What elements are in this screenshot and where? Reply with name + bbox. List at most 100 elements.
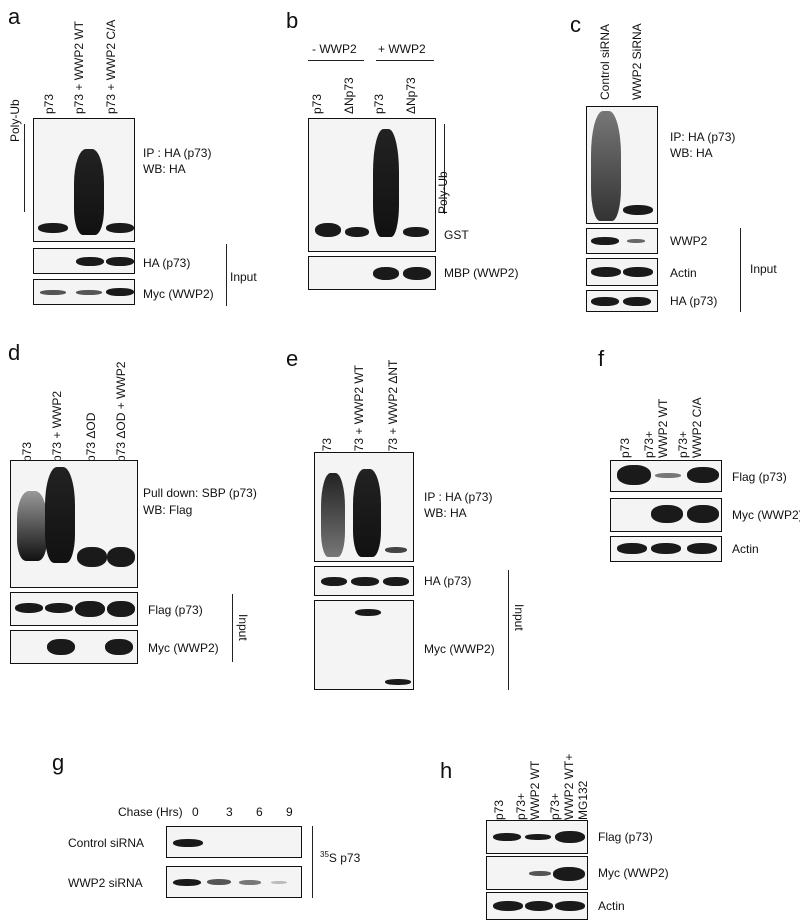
ip-label: IP: HA (p73)	[670, 130, 736, 144]
chase-label: Chase (Hrs)	[118, 805, 183, 819]
wb-label: WB: HA	[424, 506, 467, 520]
panel-letter-g: g	[52, 750, 65, 775]
s35-text: S p73	[328, 851, 361, 865]
lane-label: p73+	[642, 430, 656, 458]
lane-label: p73+	[548, 792, 562, 820]
blot-label: Actin	[670, 266, 697, 280]
time-9: 9	[286, 805, 293, 819]
bracket	[312, 826, 313, 898]
bracket	[232, 594, 233, 662]
blot-ha-a	[33, 248, 135, 274]
blot-label: HA (p73)	[143, 256, 191, 270]
blot-wwp2-c	[586, 228, 658, 254]
blot-actin-h	[486, 892, 588, 920]
time-3: 3	[226, 805, 233, 819]
blot-label: Myc (WWP2)	[424, 642, 495, 656]
panel-letter-d: d	[8, 340, 21, 365]
blot-polyub-b	[308, 118, 436, 252]
input-label: Input	[512, 604, 526, 631]
blot-pulldown-d	[10, 460, 138, 588]
input-label: Input	[750, 262, 777, 276]
lane-label: Control siRNA	[598, 23, 612, 100]
blot-flag-f	[610, 460, 722, 492]
lane-label: p73 + WWP2	[50, 390, 64, 462]
lane-label: ΔNp73	[342, 77, 356, 114]
lane-label: WWP2 WT	[528, 760, 542, 820]
lane-label: p73	[618, 437, 632, 458]
bracket	[226, 244, 227, 306]
blot-flag-h	[486, 820, 588, 854]
lane-label: WWP2 WT+	[562, 753, 576, 820]
gst-label: GST	[444, 228, 469, 242]
group-label: + WWP2	[378, 42, 426, 56]
blot-wwp2-g	[166, 866, 302, 898]
lane-label: p73+	[676, 430, 690, 458]
lane-label: ΔNp73	[404, 77, 418, 114]
blot-label: Actin	[732, 542, 759, 556]
s35-label: 35S p73	[320, 850, 360, 865]
blot-myc-f	[610, 498, 722, 532]
blot-mbp-b	[308, 256, 436, 290]
panel-letter-f: f	[598, 346, 605, 371]
blot-ha-e	[314, 566, 414, 596]
row-label: Control siRNA	[68, 836, 145, 850]
blot-label: Myc (WWP2)	[732, 508, 800, 522]
blot-label: Myc (WWP2)	[598, 866, 669, 880]
lane-label: MG132	[576, 780, 590, 820]
blot-myc-e	[314, 600, 414, 690]
lane-label: WWP2 SiRNA	[630, 23, 644, 100]
blot-label: HA (p73)	[670, 294, 718, 308]
input-label: Input	[236, 614, 250, 641]
group-line	[308, 60, 364, 61]
group-label: - WWP2	[312, 42, 357, 56]
blot-actin-f	[610, 536, 722, 562]
bracket	[24, 124, 25, 212]
lane-label: p73	[42, 93, 56, 114]
wb-label: WB: HA	[143, 162, 186, 176]
blot-myc-a	[33, 279, 135, 305]
panel-letter-c: c	[570, 12, 581, 37]
ip-label: IP : HA (p73)	[424, 490, 493, 504]
blot-control-g	[166, 826, 302, 858]
blot-label: WWP2	[670, 234, 708, 248]
blot-actin-c	[586, 258, 658, 286]
blot-label: MBP (WWP2)	[444, 266, 519, 280]
bracket	[508, 570, 509, 690]
blot-label: Flag (p73)	[732, 470, 787, 484]
blot-label: HA (p73)	[424, 574, 472, 588]
lane-label: WWP2 WT	[656, 398, 670, 458]
panel-letter-h: h	[440, 758, 453, 783]
polyub-label: Poly-Ub	[436, 171, 450, 214]
input-label: Input	[230, 270, 257, 284]
blot-polyub-e	[314, 452, 414, 562]
blot-myc-d	[10, 630, 138, 664]
wb-label: WB: HA	[670, 146, 713, 160]
lane-label: p73	[372, 93, 386, 114]
blot-polyub-a	[33, 118, 135, 242]
blot-label: Flag (p73)	[148, 603, 203, 617]
pd-label: Pull down: SBP (p73)	[143, 486, 257, 500]
bracket	[444, 124, 445, 214]
lane-label: p73 ΔOD	[84, 412, 98, 462]
panel-letter-b: b	[286, 8, 299, 33]
row-label: WWP2 siRNA	[68, 876, 143, 890]
blot-polyub-c	[586, 106, 658, 224]
lane-label: p73 + WWP2 C/A	[104, 19, 118, 114]
lane-label: p73	[310, 93, 324, 114]
lane-label: p73+	[514, 792, 528, 820]
group-line	[376, 60, 434, 61]
panel-letter-a: a	[8, 4, 21, 29]
lane-label: p73	[492, 799, 506, 820]
lane-label: WWP2 C/A	[690, 397, 704, 458]
blot-myc-h	[486, 856, 588, 890]
lane-label: p73 + WWP2 WT	[352, 364, 366, 458]
lane-label: p73 ΔOD + WWP2	[114, 361, 128, 462]
wb-label: WB: Flag	[143, 503, 193, 517]
lane-label: p73	[20, 441, 34, 462]
ip-label: IP : HA (p73)	[143, 146, 212, 160]
polyub-label: Poly-Ub	[8, 99, 22, 142]
lane-label: p73 + WWP2 WT	[72, 20, 86, 114]
time-6: 6	[256, 805, 263, 819]
blot-flag-d	[10, 592, 138, 626]
superscript: 35	[320, 850, 329, 859]
